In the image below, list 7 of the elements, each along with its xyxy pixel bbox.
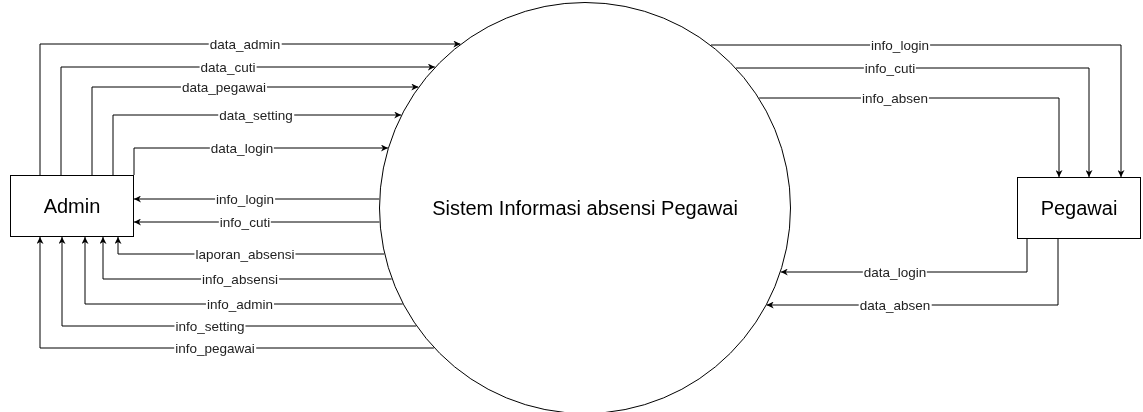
node-label: Sistem Informasi absensi Pegawai xyxy=(432,196,738,220)
node-label: Pegawai xyxy=(1040,196,1118,220)
arrow xyxy=(710,44,1125,178)
arrow xyxy=(735,67,1093,178)
entity-box xyxy=(10,175,134,237)
entity-box xyxy=(1017,177,1141,239)
node-label: Admin xyxy=(43,194,101,218)
